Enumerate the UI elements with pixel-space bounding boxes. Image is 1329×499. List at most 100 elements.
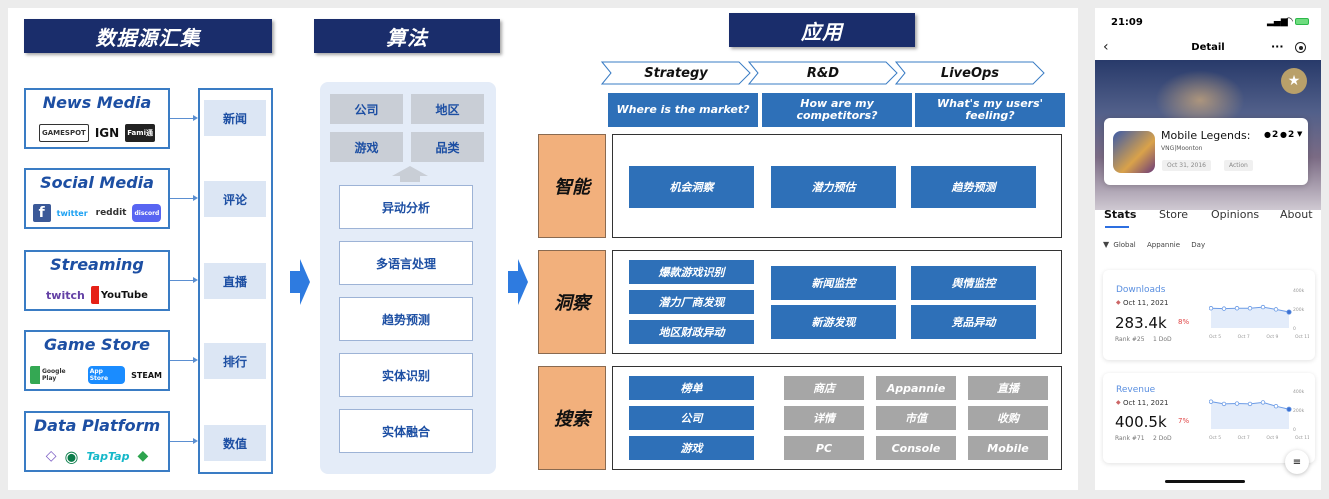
- header-application: 应用: [729, 13, 915, 47]
- item-opportunity-insight: 机会洞察: [629, 166, 754, 208]
- app-icon: [1113, 131, 1155, 173]
- source-logos: GAMESPOT IGN Fami通: [30, 122, 164, 144]
- metric-card-downloads[interactable]: Downloads Oct 11, 2021 ◆ 283.4k 8% Rank …: [1103, 270, 1315, 360]
- twitter-icon: twitter: [56, 208, 88, 218]
- more-icon[interactable]: ···: [1271, 40, 1284, 53]
- metric-label: Revenue: [1116, 385, 1156, 395]
- sparkline-point: [1209, 306, 1214, 311]
- tab-store[interactable]: Store: [1159, 208, 1189, 221]
- rank-apple: 2: [1272, 130, 1279, 140]
- nav-title: Detail: [1191, 42, 1225, 53]
- target-icon[interactable]: [1295, 42, 1306, 53]
- rank-diamond-icon: ◆: [1116, 299, 1121, 306]
- route-comments: 评论: [204, 181, 266, 217]
- app-store-logo: App Store: [87, 366, 126, 384]
- sparkline-point: [1273, 404, 1279, 409]
- tag-market-cap: 市值: [876, 406, 956, 430]
- tag-appannie: Appannie: [876, 376, 956, 400]
- step-entity-fusion: 实体融合: [339, 409, 473, 453]
- sparkline-xtick: Oct 5: [1209, 435, 1221, 441]
- publisher: VNG|Moonton: [1161, 145, 1203, 152]
- sparkline-point: [1247, 401, 1253, 407]
- filter-icon: ▼: [1103, 240, 1110, 249]
- filter-day[interactable]: Day: [1191, 241, 1206, 249]
- genre-chip: Action: [1224, 160, 1253, 171]
- filter-appannie[interactable]: Appannie: [1146, 241, 1181, 249]
- source-title: News Media: [42, 93, 152, 112]
- source-title: Data Platform: [33, 416, 161, 435]
- metric-dod: 1 DoD: [1153, 336, 1172, 343]
- source-title: Game Store: [44, 335, 150, 354]
- header-algorithm: 算法: [314, 19, 500, 53]
- tag-pc: PC: [784, 436, 864, 460]
- item-hit-game-detection: 爆款游戏识别: [629, 260, 754, 284]
- google-play-logo: Google Play: [30, 366, 84, 384]
- sparkline-point: [1286, 406, 1292, 412]
- phase-strategy: Strategy: [601, 61, 751, 85]
- item-company: 公司: [629, 406, 754, 430]
- source-title: Streaming: [50, 255, 144, 274]
- metric-value: 283.4k: [1115, 314, 1167, 332]
- filter-bar[interactable]: ▼ Global Appannie Day: [1103, 240, 1205, 249]
- question-competitors: How are my competitors?: [762, 93, 912, 127]
- item-regional-financial: 地区财政异动: [629, 320, 754, 344]
- source-logos: twitch YouTube: [30, 284, 164, 306]
- tab-stats[interactable]: Stats: [1104, 208, 1137, 221]
- item-potential-publisher: 潜力厂商发现: [629, 290, 754, 314]
- signal-icon: ▂▄▆: [1267, 17, 1288, 27]
- source-box-streaming: Streaming twitch YouTube: [24, 250, 170, 311]
- gem-icon: ◆: [137, 448, 149, 464]
- sparkline-point: [1209, 399, 1214, 404]
- metric-change: 7%: [1178, 417, 1190, 425]
- item-charts: 榜单: [629, 376, 754, 400]
- arrow-line: [170, 277, 198, 283]
- tab-opinions[interactable]: Opinions: [1211, 208, 1260, 221]
- tab-stats-underline: [1105, 226, 1129, 228]
- metric-card-revenue[interactable]: Revenue Oct 11, 2021 ◆ 400.5k 7% Rank #7…: [1103, 373, 1315, 463]
- tag-acquisition: 收购: [968, 406, 1048, 430]
- floating-menu-button[interactable]: ≡: [1285, 450, 1309, 474]
- metric-date: Oct 11, 2021: [1123, 399, 1169, 407]
- chevron-down-icon[interactable]: ▼: [1297, 130, 1303, 138]
- arrow-line: [170, 438, 198, 444]
- twitch-logo: twitch: [46, 288, 85, 302]
- back-icon[interactable]: ‹: [1103, 39, 1109, 55]
- discord-icon: discord: [132, 204, 162, 222]
- source-box-social: Social Media f twitter reddit discord: [24, 168, 170, 229]
- sparkline-xtick: Oct 11: [1295, 435, 1309, 441]
- target-dot: [1299, 46, 1303, 50]
- sparkline-point: [1221, 401, 1227, 407]
- source-box-dataplatform: Data Platform ◇ ◉ TapTap ◆: [24, 411, 170, 472]
- item-potential-estimate: 潜力预估: [771, 166, 896, 208]
- app-card[interactable]: Mobile Legends: ● 2 ● 2 ▼ VNG|Moonton Oc…: [1104, 118, 1308, 185]
- filter-global[interactable]: Global: [1113, 241, 1136, 249]
- status-time: 21:09: [1111, 17, 1143, 28]
- step-entity-recognition: 实体识别: [339, 353, 473, 397]
- source-logos: Google Play App Store STEAM: [30, 364, 164, 386]
- tag-streaming: 直播: [968, 376, 1048, 400]
- sparkline-xtick: Oct 11: [1295, 334, 1309, 340]
- tag-company: 公司: [330, 94, 403, 124]
- step-anomaly-analysis: 异动分析: [339, 185, 473, 229]
- metric-dod: 2 DoD: [1153, 435, 1172, 442]
- phase-label: LiveOps: [940, 65, 1000, 81]
- metric-label: Downloads: [1116, 285, 1166, 295]
- reddit-icon: reddit: [95, 208, 127, 218]
- sparkline-ytick: 200k: [1293, 307, 1305, 313]
- question-users: What's my users' feeling?: [915, 93, 1065, 127]
- metric-date: Oct 11, 2021: [1123, 299, 1169, 307]
- taptap-logo: TapTap: [86, 449, 130, 463]
- sparkline-xtick: Oct 9: [1266, 334, 1278, 340]
- architecture-slide: 数据源汇集 算法 应用 News Media GAMESPOT IGN Fami…: [8, 8, 1078, 490]
- app-name: Mobile Legends:: [1161, 129, 1251, 142]
- sparkline-ytick: 400k: [1293, 389, 1305, 395]
- source-box-news: News Media GAMESPOT IGN Fami通: [24, 88, 170, 149]
- up-arrow-icon: [392, 166, 428, 182]
- tab-about[interactable]: About: [1280, 208, 1313, 221]
- tag-details: 详情: [784, 406, 864, 430]
- youtube-logo: YouTube: [90, 286, 150, 304]
- sparkline-xtick: Oct 5: [1209, 334, 1221, 340]
- sparkline-point: [1286, 309, 1292, 315]
- header-sources: 数据源汇集: [24, 19, 272, 53]
- sparkline-point: [1273, 307, 1279, 312]
